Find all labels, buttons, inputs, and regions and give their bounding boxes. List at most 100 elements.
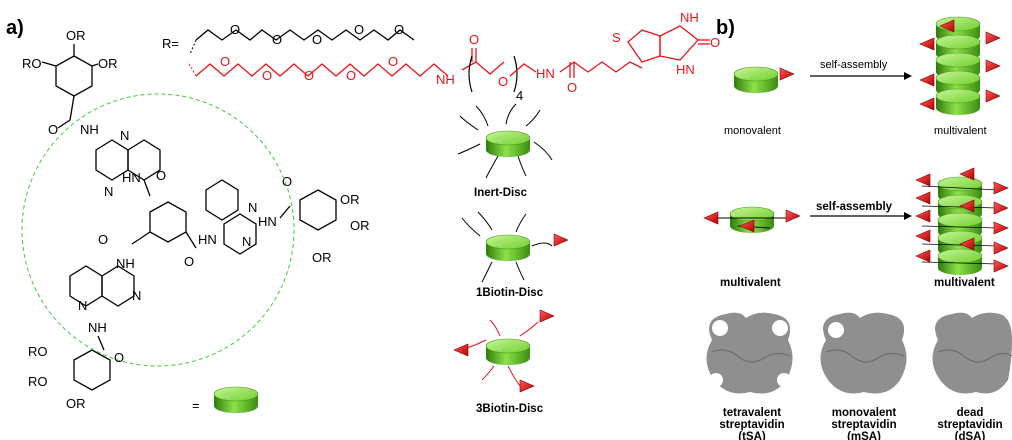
subscript-4: 4 [516, 88, 523, 103]
disc-icon-legend [213, 386, 259, 414]
red-bond-d [559, 61, 643, 73]
n-3b: N [78, 298, 87, 313]
n-3a: N [132, 288, 141, 303]
or-right-2: OR [340, 192, 360, 207]
red-s: S [612, 30, 621, 45]
bracket-left [468, 55, 473, 93]
ro-bottom-2: RO [28, 374, 48, 389]
arrow-2-head [904, 212, 912, 220]
red-o-4: O [346, 68, 356, 83]
or-right: OR [98, 56, 118, 71]
o-3: O [184, 254, 194, 269]
red-bond-c [509, 63, 537, 77]
panel-a-label: a) [6, 17, 24, 39]
multivalent-label-left: multivalent [720, 277, 781, 289]
panel-b-label: b) [716, 17, 735, 39]
r-equals-label: R= [162, 36, 179, 51]
self-assembly-label-2: self-assembly [816, 201, 893, 213]
multivalent-disc-graphic [703, 206, 801, 234]
pyridine-2b [223, 213, 257, 255]
biotin-nh: NH [680, 10, 699, 25]
protein-1-line3: (tSA) [738, 431, 766, 440]
biotin-o: O [710, 35, 720, 50]
nh-3: NH [88, 320, 107, 335]
three-biotin-disc-graphic [453, 309, 555, 393]
peg-o-4: O [354, 22, 364, 37]
nh-2: NH [116, 256, 135, 271]
bond-central-1 [143, 179, 151, 197]
or-bottom: OR [66, 396, 86, 411]
red-nh-1: NH [436, 72, 455, 87]
bracket-right [513, 55, 518, 93]
o-1: O [156, 168, 166, 183]
equals-sign: = [192, 398, 200, 413]
red-hn-2: HN [536, 66, 555, 81]
protein-2-line1: monovalent [832, 407, 897, 419]
red-o-1: O [220, 54, 230, 69]
one-biotin-disc-label: 1Biotin-Disc [476, 287, 544, 299]
n-2b: N [242, 234, 251, 249]
protein-1-line2: streptavidin [719, 419, 784, 431]
gallate-ring-top [55, 55, 93, 97]
biotin-hn: HN [676, 62, 695, 77]
arrow-1-head [904, 72, 912, 80]
bond-amide-top [69, 95, 75, 121]
carbonyl-top [57, 119, 71, 129]
peg-o-5: O [394, 22, 404, 37]
attach-dashed-1 [189, 39, 197, 55]
peg-chain-red [195, 63, 449, 77]
inert-disc-graphic [457, 103, 553, 179]
gallate-ring-right [299, 189, 337, 231]
streptavidin-dead [932, 312, 1012, 394]
red-o-3b: O [567, 80, 577, 95]
red-o-carbonyl: O [469, 32, 479, 47]
multivalent-stack-top [919, 16, 1001, 116]
disc-outline-circle [21, 93, 295, 367]
protein-3-line2: streptavidin [937, 419, 1002, 431]
central-benzene [149, 201, 187, 243]
hn-3: HN [258, 214, 277, 229]
n-1b: N [104, 184, 113, 199]
monovalent-disc-graphic [733, 66, 795, 94]
multivalent-label-top: multivalent [934, 125, 987, 137]
peg-chain-black [195, 29, 415, 41]
ro-left: RO [22, 56, 42, 71]
or-right-4: OR [312, 250, 332, 265]
peg-o-2: O [272, 32, 282, 47]
peg-o-1: O [230, 22, 240, 37]
bond-central-3 [185, 231, 197, 249]
hn-2: HN [198, 232, 217, 247]
protein-3-line3: (dSA) [955, 431, 986, 440]
n-2a: N [248, 200, 257, 215]
red-bond-b [475, 61, 505, 75]
bond-right-amide [279, 205, 291, 219]
protein-2-line3: (mSA) [847, 431, 881, 440]
red-o-bracket: O [498, 74, 508, 89]
monovalent-label: monovalent [724, 125, 781, 137]
protein-3-line1: dead [957, 407, 984, 419]
attach-dashed-2 [187, 61, 197, 77]
n-1a: N [120, 128, 129, 143]
o-4: O [282, 174, 292, 189]
streptavidin-tetravalent [706, 312, 793, 394]
inert-disc-label: Inert-Disc [474, 187, 528, 199]
red-o-5: O [388, 54, 398, 69]
nh-1: NH [80, 122, 99, 137]
thiophane-ring [627, 29, 661, 63]
hn-1: HN [122, 170, 141, 185]
bond-ro-left [41, 61, 57, 67]
one-biotin-disc-graphic [461, 211, 569, 283]
pyridine-2a [205, 179, 239, 221]
three-biotin-disc-label: 3Biotin-Disc [476, 403, 544, 415]
red-o-3: O [304, 68, 314, 83]
self-assembly-label-1: self-assembly [820, 59, 888, 71]
protein-2-line2: streptavidin [831, 419, 896, 431]
pyridine-1b [127, 139, 161, 181]
peg-o-3: O [312, 32, 322, 47]
o-2: O [98, 232, 108, 247]
ro-bottom-1: RO [28, 344, 48, 359]
multivalent-stack-middle [915, 167, 1009, 276]
bond-central-2 [131, 231, 151, 245]
o-5: O [114, 350, 124, 365]
